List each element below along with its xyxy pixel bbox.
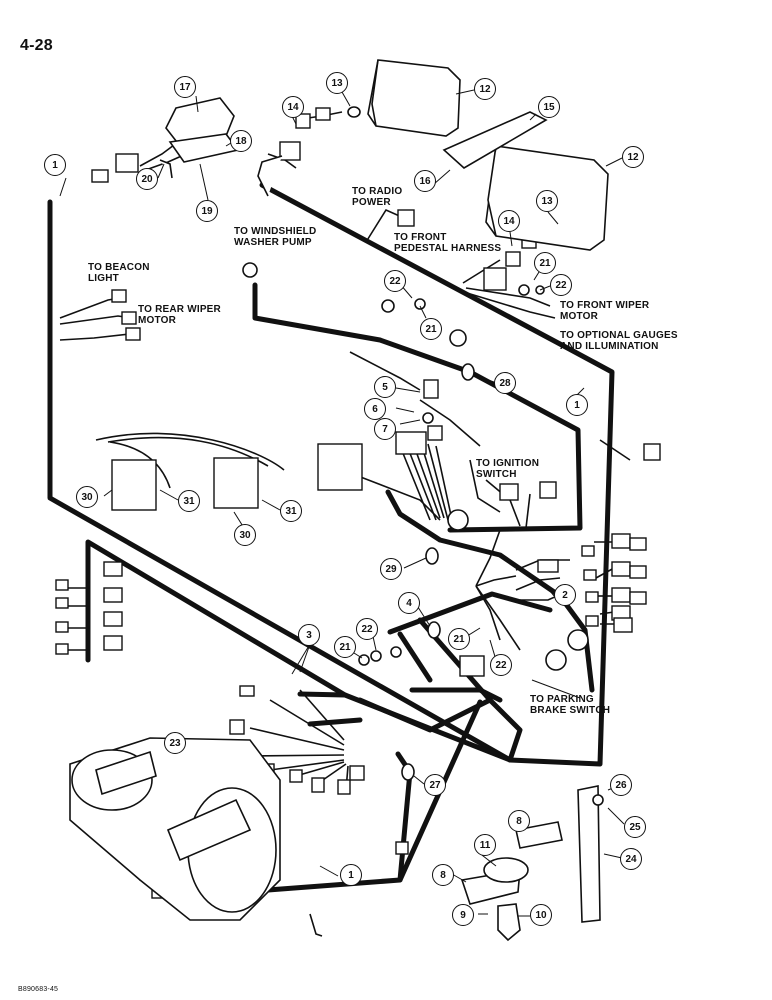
callout-21-mid: 21 [420,318,442,340]
callout-23: 23 [164,732,186,754]
callout-1: 1 [44,154,66,176]
callout-21-lower-right: 21 [448,628,470,650]
callout-18: 18 [230,130,252,152]
callout-8-left: 8 [432,864,454,886]
main-harness [47,182,615,893]
callout-25: 25 [624,816,646,838]
callout-7: 7 [374,418,396,440]
callout-28: 28 [494,372,516,394]
callout-9: 9 [452,904,474,926]
components [69,59,609,942]
grommets [242,106,589,781]
callout-16: 16 [414,170,436,192]
callout-4: 4 [398,592,420,614]
callout-21-lower-left: 21 [334,636,356,658]
callout-8-top: 8 [508,810,530,832]
label-parking-brake-switch: TO PARKING BRAKE SWITCH [530,694,611,716]
callout-13: 13 [326,72,348,94]
callout-10: 10 [530,904,552,926]
label-radio-power: TO RADIO POWER [352,186,403,208]
callout-19: 19 [196,200,218,222]
callout-29: 29 [380,558,402,580]
callout-6: 6 [364,398,386,420]
callout-27: 27 [424,774,446,796]
label-front-pedestal-harness: TO FRONT PEDESTAL HARNESS [394,232,502,254]
label-optional-gauges: TO OPTIONAL GAUGES AND ILLUMINATION [560,330,678,352]
callout-22-lower-right: 22 [490,654,512,676]
label-rear-wiper-motor: TO REAR WIPER MOTOR [138,304,221,326]
callout-31-left: 31 [178,490,200,512]
callout-12: 12 [474,78,496,100]
callout-26: 26 [610,774,632,796]
callout-12-right: 12 [622,146,644,168]
callout-31-right: 31 [280,500,302,522]
callout-14: 14 [282,96,304,118]
callout-11: 11 [474,834,496,856]
callout-1-bottom: 1 [340,864,362,886]
callout-3: 3 [298,624,320,646]
callout-22-top-left: 22 [384,270,406,292]
label-beacon-light: TO BEACON LIGHT [88,262,150,284]
label-windshield-washer-pump: TO WINDSHIELD WASHER PUMP [234,226,317,248]
label-front-wiper-motor: TO FRONT WIPER MOTOR [560,300,650,322]
page-number: 4-28 [20,37,53,54]
callout-17: 17 [174,76,196,98]
callout-30-right: 30 [234,524,256,546]
callout-24: 24 [620,848,642,870]
label-ignition-switch: TO IGNITION SWITCH [476,458,540,480]
callout-30-left: 30 [76,486,98,508]
callout-22-top-right: 22 [550,274,572,296]
callout-2: 2 [554,584,576,606]
callout-21-top: 21 [534,252,556,274]
callout-5: 5 [374,376,396,398]
callout-20: 20 [136,168,158,190]
callout-1-right: 1 [566,394,588,416]
callout-14-right: 14 [498,210,520,232]
figure-code: B890683-45 [18,986,59,993]
callout-22-lower-left: 22 [356,618,378,640]
callout-15: 15 [538,96,560,118]
callout-13-right: 13 [536,190,558,212]
